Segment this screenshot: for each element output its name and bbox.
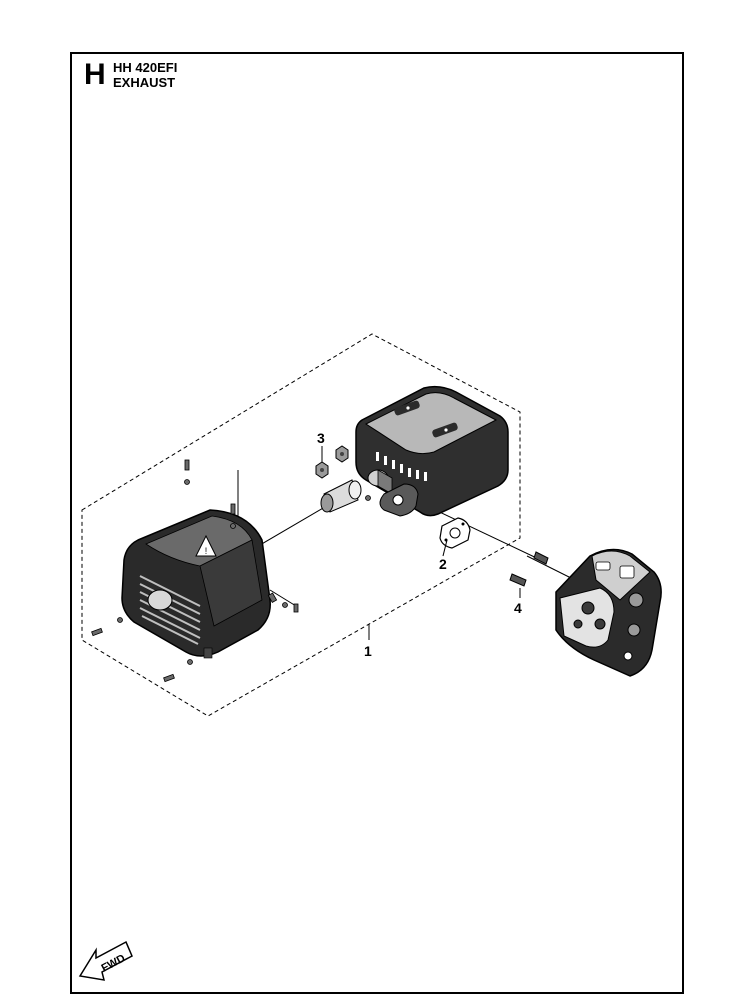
assembly-group-boundary: [81, 333, 521, 717]
callout-1: 1: [364, 643, 372, 659]
fwd-arrow-icon: FWD: [78, 940, 133, 981]
tail-pipe: [320, 479, 362, 513]
callout-2: 2: [439, 556, 447, 572]
model-name: HH 420EFI: [113, 60, 178, 75]
callout-3: 3: [317, 430, 325, 446]
muffler-body: [355, 385, 509, 517]
cylinder-head: [555, 548, 662, 677]
flange-nut: [315, 445, 349, 479]
heat-warning-icon: [195, 534, 217, 557]
section-letter: H: [84, 58, 106, 91]
exhaust-stud: [509, 551, 549, 587]
callout-4: 4: [514, 600, 522, 616]
muffler-heat-shield: !: [121, 509, 271, 659]
exhaust-gasket: [439, 517, 471, 549]
section-title: EXHAUST: [113, 75, 176, 90]
callout-leaders: [321, 446, 521, 640]
svg-text:!: !: [205, 546, 208, 556]
diagram-frame: [70, 52, 684, 994]
heat-shield-bolts: [91, 459, 371, 683]
